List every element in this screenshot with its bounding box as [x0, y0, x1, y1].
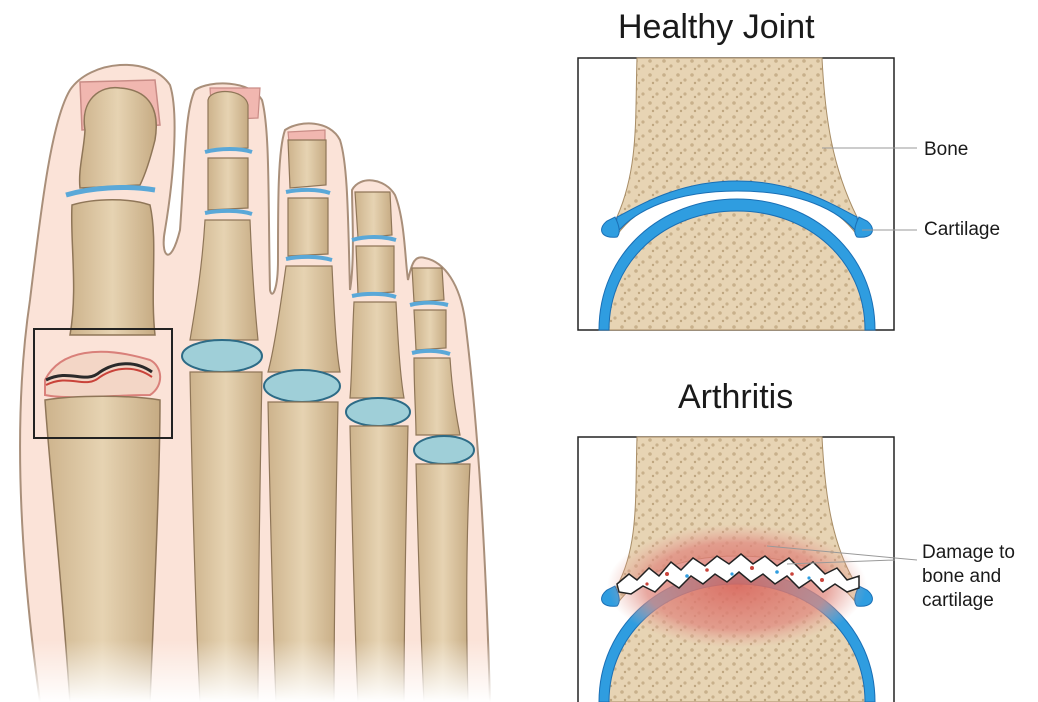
- toe3-middle: [288, 198, 328, 256]
- toe2-distal: [208, 92, 248, 150]
- toe4-distal: [355, 192, 392, 238]
- big-toe-distal-phalanx: [80, 88, 157, 188]
- damage-label-line-3: cartilage: [922, 589, 1015, 613]
- toe2-middle: [208, 158, 248, 210]
- toe4-proximal: [350, 302, 404, 398]
- healthy-joint-title: Healthy Joint: [618, 8, 815, 47]
- damage-label: Damage to bone and cartilage: [922, 541, 1015, 613]
- arthritis-title: Arthritis: [678, 378, 793, 417]
- toe4-middle: [356, 246, 394, 294]
- toe5-mtp-joint: [414, 436, 474, 464]
- toe2-mtp-joint: [182, 340, 262, 372]
- toe5-distal: [412, 268, 444, 302]
- arthritis-pointer-extensions: [895, 436, 925, 636]
- damage-label-line-2: bone and: [922, 565, 1015, 589]
- toe3-distal: [288, 140, 326, 188]
- big-toe-proximal-phalanx: [70, 200, 155, 335]
- healthy-joint-panel: [577, 57, 895, 331]
- healthy-pointer-extensions: [895, 57, 925, 257]
- toe3-mtp-joint: [264, 370, 340, 402]
- cartilage-label: Cartilage: [924, 218, 1000, 242]
- foot-illustration: [0, 0, 560, 702]
- damage-label-line-1: Damage to: [922, 541, 1015, 565]
- toe4-mtp-joint: [346, 398, 410, 426]
- arthritis-panel: [577, 436, 895, 702]
- toe5-middle: [414, 310, 446, 350]
- bone-label: Bone: [924, 138, 968, 162]
- foot-bottom-fade: [0, 640, 560, 702]
